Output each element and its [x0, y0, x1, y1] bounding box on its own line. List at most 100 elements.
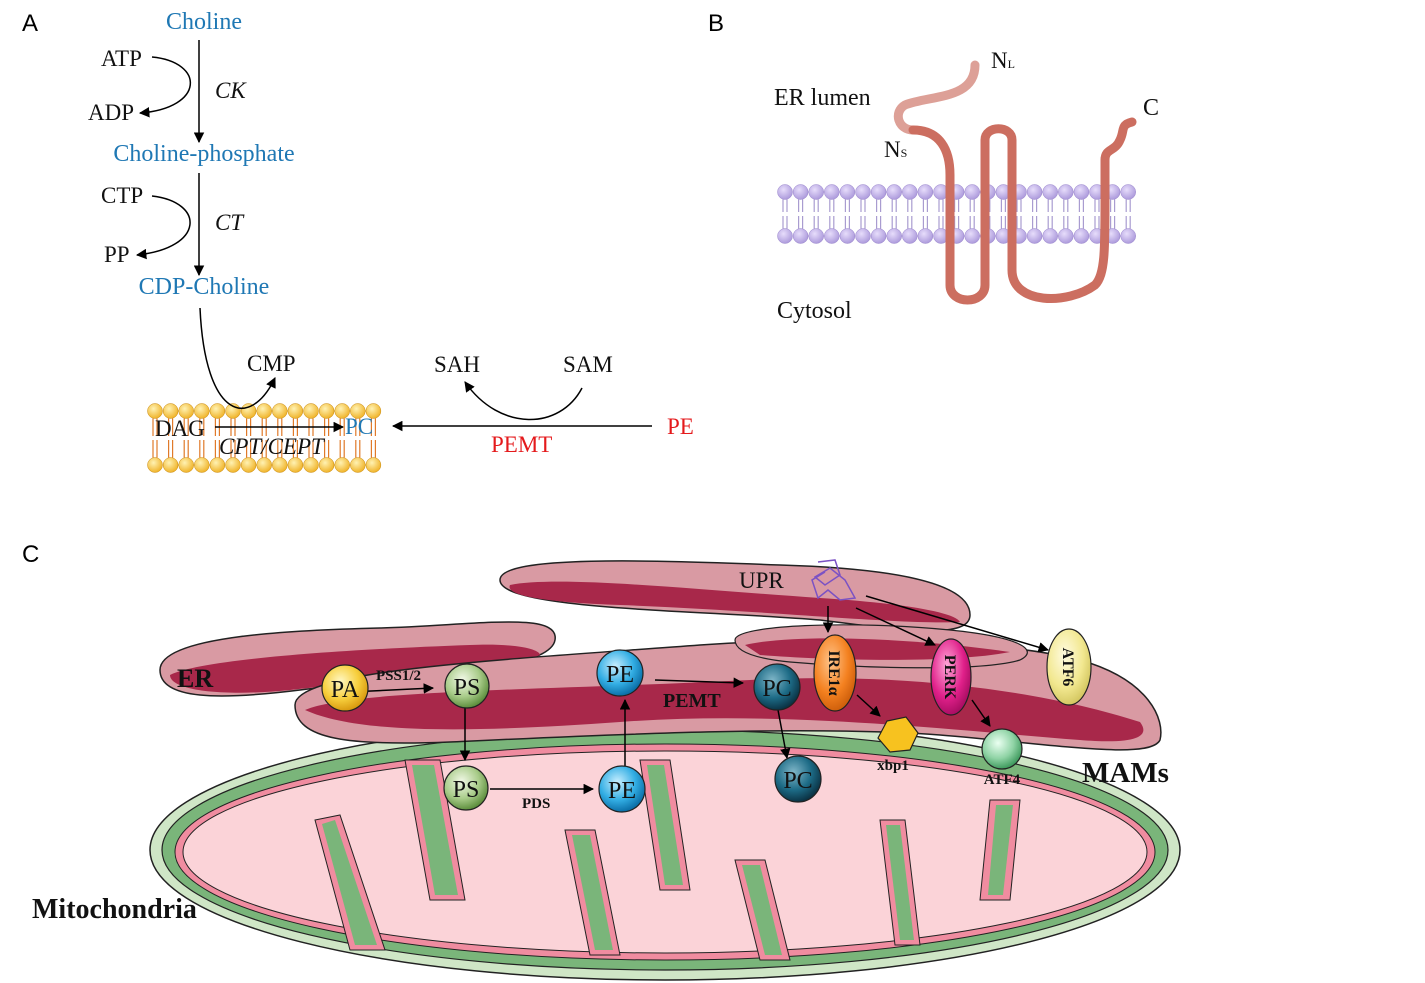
lipid-tail [954, 199, 960, 229]
unfolded-protein-icon [811, 559, 857, 601]
choline-label: Choline [166, 9, 242, 35]
er-lumen-label: ER lumen [774, 85, 871, 111]
lipid-head [162, 403, 179, 419]
lipid-head [272, 457, 288, 473]
upr-label: UPR [739, 568, 784, 593]
ps-sphere-mito: PS [443, 765, 489, 811]
lipid-head [1058, 184, 1074, 200]
sam-label: SAM [563, 352, 613, 377]
lipid-head [178, 457, 194, 473]
lipid-tail [183, 418, 189, 458]
panel-c: C [22, 541, 1181, 981]
lipid-head [808, 228, 824, 244]
lipid-tail [1110, 199, 1116, 229]
lipid-tail [844, 199, 850, 229]
pc-label: PC [345, 414, 373, 439]
lipid-tail [798, 199, 804, 229]
lipid-head [209, 403, 226, 419]
lipid-tail [829, 199, 835, 229]
er-cisterna-top [499, 560, 971, 632]
pe-sphere-er: PE [596, 649, 644, 697]
lipid-tail [355, 418, 361, 458]
mitochondria-label: Mitochondria [32, 894, 197, 925]
lipid-head [1026, 228, 1043, 244]
lipid-head [194, 457, 210, 473]
lipid-head [777, 228, 793, 244]
pc-er-to-mito-arrow [777, 709, 791, 760]
lipid-tail [1063, 199, 1069, 229]
pemt-enzyme: PEMT [491, 432, 552, 457]
perk-atf4-arrow [971, 699, 991, 727]
lipid-tail [168, 418, 174, 458]
sah-label: SAH [434, 352, 480, 377]
upr-perk-arrow [855, 607, 936, 646]
ire1a-xbp1-arrow [856, 694, 881, 717]
lipid-tail [860, 199, 866, 229]
atp-label: ATP [101, 46, 142, 71]
lipid-tail [782, 199, 788, 229]
pe-pc-er-arrow [654, 677, 745, 688]
pa-sphere: PA [321, 664, 369, 712]
sam-sah-arrow [464, 381, 583, 421]
lipid-head [777, 184, 793, 200]
cdp-to-cmp-arrow [199, 307, 276, 409]
lipid-head [917, 228, 934, 244]
ire1a-sensor: IRE1α [813, 634, 857, 712]
lipid-tail [876, 199, 882, 229]
lipid-head [1042, 228, 1058, 244]
mitochondrion [149, 719, 1181, 981]
ps-sphere-er: PS [444, 663, 490, 709]
lipid-head [902, 184, 918, 200]
lipid-head [824, 184, 840, 200]
lipid-head [1073, 228, 1090, 244]
perk-sensor: PERK [930, 638, 972, 716]
atf4-sphere: ATF4 [981, 728, 1023, 788]
lipid-tail [1016, 199, 1022, 229]
ct-enzyme: CT [215, 210, 245, 235]
lipid-tail [1078, 199, 1084, 229]
lipid-head [1120, 228, 1136, 244]
svg-text:IRE1α: IRE1α [825, 650, 842, 695]
lipid-head [917, 184, 934, 200]
lipid-head [886, 228, 902, 244]
lipid-head [365, 403, 382, 419]
pe-label: PE [667, 414, 694, 439]
lipid-bilayer-b [777, 184, 1136, 244]
lipid-head [902, 228, 918, 244]
lipid-tail [969, 199, 975, 229]
lipid-head [303, 403, 319, 419]
lipid-head [318, 403, 335, 419]
pds-enzyme: PDS [522, 796, 550, 812]
lipid-head [350, 457, 366, 473]
ck-enzyme: CK [215, 78, 247, 103]
cytosol-label: Cytosol [777, 298, 852, 324]
lipid-head [225, 457, 241, 473]
svg-text:PC: PC [783, 768, 812, 794]
lipid-head [147, 457, 163, 473]
xbp1-hexagon: xbp1 [877, 716, 919, 774]
er-label: ER [177, 664, 213, 693]
lipid-tail [339, 418, 345, 458]
lipid-tail [199, 418, 205, 458]
svg-text:PS: PS [454, 675, 481, 701]
lipid-head [334, 457, 350, 473]
lipid-head [886, 184, 902, 200]
lipid-head [256, 457, 272, 473]
svg-text:xbp1: xbp1 [877, 758, 909, 774]
lipid-head [256, 403, 272, 419]
lipid-head [287, 403, 304, 419]
lipid-tail [370, 418, 376, 458]
svg-text:ATF4: ATF4 [984, 772, 1021, 788]
lipid-head [209, 457, 226, 473]
lipid-tail [891, 199, 897, 229]
protein-lumenal-n-terminus [893, 60, 980, 135]
mams-label: MAMs [1082, 757, 1169, 789]
lipid-head [792, 184, 809, 200]
pe-sphere-mito: PE [598, 765, 646, 813]
lipid-tail [1047, 199, 1053, 229]
lipid-head [334, 403, 350, 419]
protein-transmembrane-chain [908, 117, 1137, 305]
c-terminus-label: C [1143, 95, 1159, 121]
dag-label: DAG [155, 416, 205, 441]
pc-sphere-mito: PC [774, 755, 822, 803]
